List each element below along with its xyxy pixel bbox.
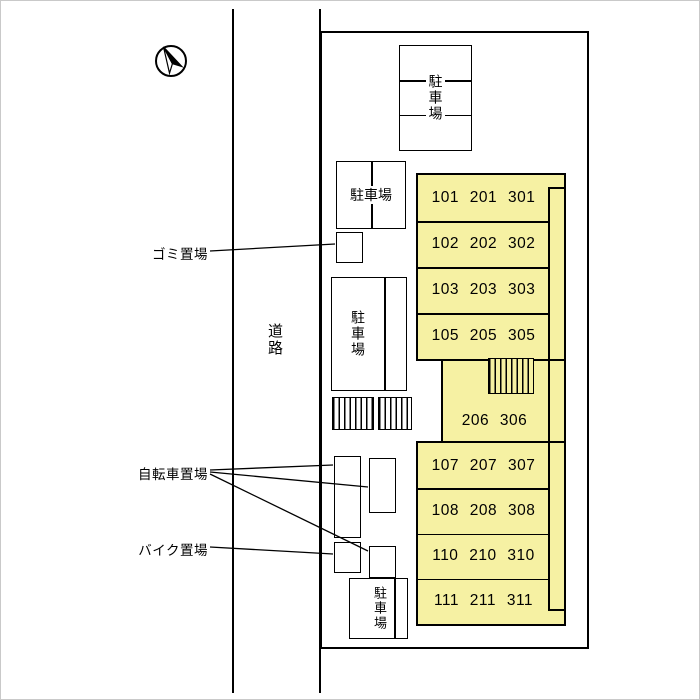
row-divider [418,221,549,223]
bicycle-label: 自転車置場 [138,467,208,482]
corridor-tick-top [548,187,565,189]
unit-row: 101 201 301 [431,189,536,206]
bike-box-2 [369,546,396,578]
stall-divider [394,579,396,638]
parking-area-top: 駐車場 [399,45,472,151]
stairs-hatch-mid [488,358,534,394]
parking-label: 駐車場 [349,185,393,205]
row-divider [418,488,549,490]
unit-row: 108 208 308 [431,501,536,519]
row-divider [418,578,549,581]
parking-area-mid: 駐車場 [331,277,407,391]
bike-box-1 [334,542,361,573]
garbage-box [336,232,363,263]
north-arrow-icon [151,41,191,81]
stairs-hatch-left-1 [332,397,374,430]
parking-label: 駐車場 [348,309,368,359]
parking-label: 駐車場 [426,73,445,123]
stairs-hatch-left-2 [378,397,412,430]
road-label: 道路 [266,323,283,357]
row-divider [418,267,549,269]
garbage-label: ゴミ置場 [152,247,208,262]
road-line-outer [232,9,234,693]
row-divider [418,313,549,315]
corridor-line [548,187,550,611]
middle-units: 206 306 [441,403,548,439]
row-divider [418,533,549,535]
building-top-block: 101 201 301 102 202 302 103 203 303 105 … [416,173,566,361]
unit-row: 102 202 302 [431,235,536,252]
bicycle-rack-1 [334,456,361,538]
unit-row: 107 207 307 [431,456,536,474]
unit-row: 110 210 310 [432,547,535,565]
parking-label: 駐車場 [370,585,387,632]
building-bottom-block: 107 207 307 108 208 308 110 210 310 111 … [416,441,566,626]
bike-label: バイク置場 [138,543,208,558]
unit-row: 105 205 305 [431,327,536,344]
stall-divider [384,278,386,390]
bicycle-rack-2 [369,458,396,513]
unit-row: 103 203 303 [431,281,536,298]
parking-area-left: 駐車場 [336,161,406,229]
unit-rows-top: 101 201 301 102 202 302 103 203 303 105 … [418,175,549,359]
unit-rows-bottom: 107 207 307 108 208 308 110 210 310 111 … [418,443,549,624]
site-boundary [320,31,589,649]
corridor-tick-bottom [548,609,565,611]
unit-row: 111 211 311 [433,592,534,610]
parking-area-bottom: 駐車場 [349,578,408,639]
unit-row: 206 306 [461,412,528,429]
